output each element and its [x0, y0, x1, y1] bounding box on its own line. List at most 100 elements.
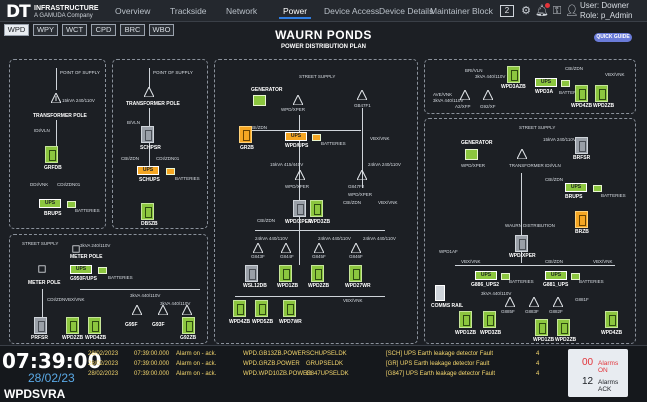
alarm-status: Alarm on - ack. [176, 361, 217, 367]
board-label: G92ZB [180, 335, 197, 341]
wpd3azb-board[interactable] [507, 66, 520, 83]
wpd4zb-board[interactable] [575, 85, 588, 102]
brfsr-board[interactable] [575, 137, 588, 154]
nav-overview[interactable]: Overview [115, 6, 151, 16]
wpd7wr-board[interactable] [283, 300, 296, 317]
alarm-description: [GR] UPS Earth leakage detector Fault [386, 361, 490, 367]
wpd4zb-board[interactable] [88, 317, 101, 334]
meter-icon[interactable] [38, 265, 46, 273]
ups-unit[interactable]: UPS [137, 166, 159, 175]
grfdb-board[interactable] [45, 146, 58, 163]
ups-unit[interactable]: UPS [39, 199, 61, 208]
wpd1zb-board[interactable] [279, 265, 292, 282]
alarm-tag: WPD.WPD10ZB.POWER [243, 371, 312, 377]
tab-cpd[interactable]: CPD [91, 24, 116, 36]
company-logo: DT INFRASTRUCTURE A GAMUDA Company [4, 2, 109, 22]
ups-unit[interactable]: UPS [545, 271, 567, 280]
wpd4zb-board[interactable] [605, 311, 618, 328]
tab-wct[interactable]: WCT [62, 24, 87, 36]
screen-number[interactable]: 2 [500, 5, 514, 17]
alarms-ack-count: 12 [582, 376, 594, 387]
wpd2zb-board[interactable] [311, 265, 324, 282]
wpd4zb-board[interactable] [233, 300, 246, 317]
wpd2zb-board[interactable] [595, 85, 608, 102]
transformer-icon[interactable] [132, 305, 142, 315]
nav-maintainer-block[interactable]: Maintainer Block [430, 6, 493, 16]
transformer-icon[interactable] [460, 90, 470, 100]
board-label: WPD4ZB [571, 103, 593, 109]
transformer-icon[interactable] [144, 87, 154, 97]
spec-label-2: 3kVA 440/110V [433, 98, 464, 103]
alarms-on-count: 00 [582, 357, 594, 368]
transformer-icon[interactable] [529, 297, 539, 307]
point-of-supply-label: POINT OF SUPPLY [153, 70, 193, 75]
board-mid-label: WPD/XPER [285, 184, 310, 189]
brzb-board[interactable] [575, 211, 588, 228]
ups-unit[interactable]: UPS [565, 183, 587, 192]
feeder-label: VBX/VNK [593, 259, 613, 264]
wpd3zb-board[interactable] [483, 311, 496, 328]
ups-unit[interactable]: UPS [535, 78, 557, 87]
wpd1zb-board[interactable] [459, 311, 472, 328]
street-supply-label: STREET SUPPLY [299, 74, 336, 79]
transformer-icon[interactable] [505, 297, 515, 307]
feeder-label: CDI/ZDN [47, 297, 66, 302]
quick-guide-button[interactable]: QUICK GUIDE [594, 33, 632, 42]
transformer-icon[interactable] [295, 170, 305, 180]
wpd-xper-board[interactable] [293, 200, 306, 217]
wpd27wr-board[interactable] [349, 265, 362, 282]
ups-unit[interactable]: UPS [70, 265, 92, 274]
gear-icon[interactable]: ⚙ [521, 5, 531, 17]
nav-device-details[interactable]: Device Details [379, 6, 434, 16]
board2-label: WPD/XPER [285, 219, 312, 225]
nav-device-access[interactable]: Device Access [324, 6, 380, 16]
transformer-icon[interactable] [182, 305, 192, 315]
tx-label: G885F [501, 309, 515, 314]
transformer-icon[interactable] [351, 243, 361, 253]
meter-icon[interactable] [72, 245, 80, 253]
wsl12db-board[interactable] [245, 265, 258, 282]
prfsr-board[interactable] [34, 317, 47, 334]
user-icon[interactable]: 👤︎ [565, 5, 579, 17]
battery-label: BATTERIES [321, 141, 346, 146]
transformer-icon[interactable] [281, 243, 291, 253]
tab-wpy[interactable]: WPY [33, 24, 58, 36]
comms-rail[interactable] [435, 285, 445, 301]
wpd1zb-board-2[interactable] [535, 319, 548, 336]
gr2b-board[interactable] [239, 126, 252, 143]
nav-network[interactable]: Network [226, 6, 258, 16]
generator-icon[interactable] [253, 95, 266, 106]
ups-unit[interactable]: UPS [285, 132, 307, 141]
alarm-device: GRUPSELDK [306, 361, 344, 367]
schpsr-board[interactable] [141, 126, 154, 143]
transformer-icon[interactable] [517, 149, 527, 159]
g92zb-board[interactable] [182, 317, 195, 334]
transformer-icon[interactable] [293, 95, 303, 105]
wpd2zb-board[interactable] [66, 317, 79, 334]
tab-brc[interactable]: BRC [120, 24, 145, 36]
nav-power[interactable]: Power [278, 0, 312, 22]
wpd3zb-board[interactable] [310, 200, 323, 217]
transformer-icon[interactable] [253, 243, 263, 253]
transformer-icon[interactable] [357, 170, 367, 180]
bell-icon[interactable]: 🔔︎ [535, 5, 549, 17]
feeder-label: BRI/VLN [465, 68, 483, 73]
lock-icon[interactable]: ⚿ [552, 5, 562, 17]
wpd5zb-board[interactable] [255, 300, 268, 317]
db5zb-board[interactable] [141, 203, 154, 220]
tab-wbo[interactable]: WBO [149, 24, 174, 36]
transformer-icon[interactable] [314, 243, 324, 253]
nav-trackside[interactable]: Trackside [170, 6, 207, 16]
transformer-icon[interactable] [483, 90, 493, 100]
transformer-icon[interactable] [357, 90, 367, 100]
wpd2zb-board[interactable] [557, 319, 570, 336]
wpd-xper-board[interactable] [515, 235, 528, 252]
feeder-label: CBI/ZDN [545, 259, 563, 264]
ups-unit[interactable]: UPS [475, 271, 497, 280]
transformer-icon[interactable] [158, 305, 168, 315]
transformer-icon[interactable] [553, 297, 563, 307]
transformer-icon[interactable] [51, 93, 61, 103]
alarm-summary[interactable]: 00 Alarms ON 12 Alarms ACK [568, 349, 628, 397]
tab-wpd[interactable]: WPD [4, 24, 29, 36]
generator-icon[interactable] [465, 149, 478, 160]
